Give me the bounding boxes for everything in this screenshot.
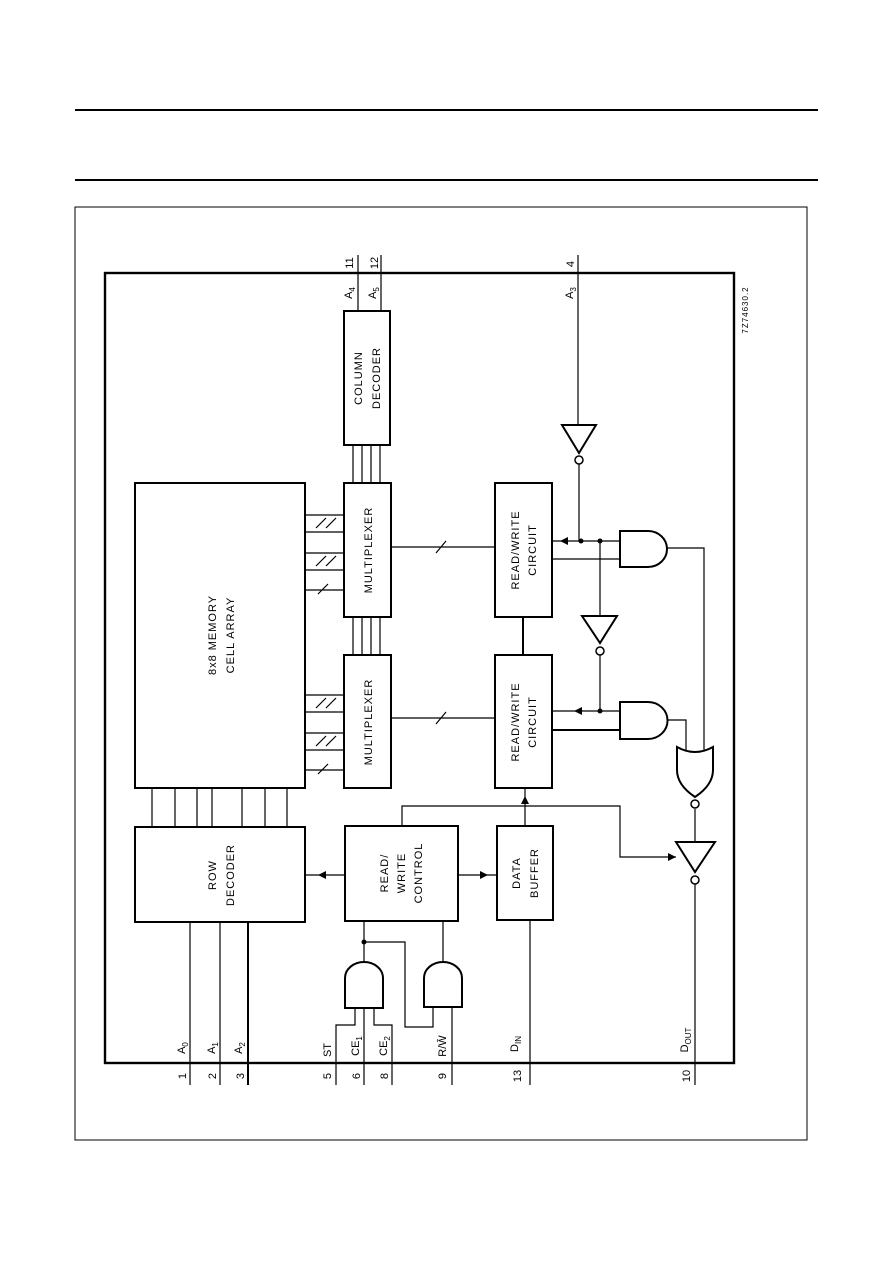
inverter-bubble (595, 646, 605, 656)
figure-frame (74, 206, 808, 1141)
rw-circuit-top-label: READ/WRITE (510, 510, 522, 589)
and-gate-rw (423, 961, 463, 1008)
pin-number: 1 (177, 1073, 189, 1079)
pin-label-dout: DOUT (679, 1027, 693, 1052)
bottom-pins: 1 A0 2 A1 3 A2 5 ST 6 CE1 8 CE2 9 R/W̄ 1… (176, 1027, 693, 1082)
arrow-icon (521, 796, 529, 804)
row-decoder-label: ROW (207, 860, 219, 890)
arrow-icon (480, 871, 488, 879)
multiplexer-top (343, 482, 392, 618)
top-pins: 11 A4 12 A5 4 A3 (343, 257, 578, 299)
mux-memory-bus (305, 514, 344, 775)
nor-bubble (690, 799, 700, 809)
and-gate-bottom (619, 701, 669, 740)
chip-outline (103, 271, 736, 1065)
memory-cell-array (134, 482, 306, 789)
junction-dot (578, 538, 584, 544)
column-bus (352, 445, 381, 655)
arrow-icon (560, 537, 568, 545)
pin-number: 3 (235, 1073, 247, 1079)
pin-number: 2 (207, 1073, 219, 1079)
rw-control-label: READ/ (379, 854, 391, 893)
pin-label-a3: A3 (564, 287, 578, 299)
rw-control-label: WRITE (396, 853, 408, 893)
inverter-bubble (574, 455, 584, 465)
multiplexer-bottom-label: MULTIPLEXER (363, 679, 375, 766)
junction-dot (597, 708, 603, 714)
row-bus (151, 788, 288, 827)
memory-label: 8x8 MEMORY (207, 595, 219, 675)
pin-label-st: ST (322, 1043, 334, 1057)
pin-number: 12 (369, 257, 381, 269)
rw-circuit-top-label: CIRCUIT (527, 524, 539, 576)
inverter-select (580, 615, 619, 645)
column-decoder (343, 310, 391, 446)
pin-label-ce1: CE1 (350, 1036, 364, 1056)
mux-rw-bus (391, 540, 524, 725)
select-wires (552, 464, 705, 1085)
pin-number: 13 (512, 1070, 524, 1082)
column-decoder-label: DECODER (371, 347, 383, 409)
arrow-icon (574, 707, 582, 715)
pin-number: 10 (681, 1070, 693, 1082)
enable-wires (335, 921, 434, 1085)
data-buffer-label: DATA (511, 857, 523, 889)
pin-number: 11 (344, 257, 356, 268)
multiplexer-bottom (343, 654, 392, 789)
rw-circuit-bottom-label: CIRCUIT (527, 696, 539, 748)
data-buffer (496, 825, 554, 921)
pin-label-din: DIN (509, 1036, 523, 1052)
junction-dot (597, 538, 603, 544)
data-buffer-label: BUFFER (529, 848, 541, 898)
and-gate-enable (344, 961, 384, 1009)
pin-label-a0: A0 (176, 1042, 190, 1054)
junction-dot (361, 939, 367, 945)
pin-label-a2: A2 (233, 1042, 247, 1054)
row-decoder-label: DECODER (225, 844, 237, 906)
pin-label-a1: A1 (206, 1042, 220, 1054)
pin-number: 8 (379, 1073, 391, 1079)
row-decoder (134, 826, 306, 923)
arrow-icon (668, 853, 676, 861)
output-bubble (690, 875, 700, 885)
output-buffer (674, 841, 717, 874)
rw-circuit-bottom (494, 654, 553, 789)
rw-wires (442, 920, 531, 1085)
arrow-icon (318, 871, 326, 879)
multiplexer-top-label: MULTIPLEXER (363, 507, 375, 594)
top-pin-lines (357, 255, 579, 425)
pin-label-ce2: CE2 (378, 1036, 392, 1056)
inverter-a3 (560, 424, 598, 455)
rw-control-label: CONTROL (413, 843, 425, 904)
column-decoder-label: COLUMN (353, 351, 365, 405)
and-gate-top (619, 530, 668, 568)
pin-number: 6 (351, 1073, 363, 1079)
address-lines (189, 922, 249, 1085)
pin-label-a4: A4 (343, 287, 357, 299)
rw-circuit-bottom-label: READ/WRITE (510, 682, 522, 761)
figure-code: 7Z74630.2 (741, 286, 750, 333)
pin-number: 5 (322, 1073, 334, 1079)
pin-number: 4 (565, 261, 577, 267)
pin-number: 9 (437, 1073, 449, 1079)
rw-control (344, 825, 459, 922)
rw-circuit-top (494, 482, 553, 618)
pin-label-a5: A5 (367, 287, 381, 299)
pin-label-rw: R/W̄ (436, 1035, 449, 1057)
memory-label: CELL ARRAY (225, 597, 237, 674)
nor-gate (676, 745, 714, 799)
